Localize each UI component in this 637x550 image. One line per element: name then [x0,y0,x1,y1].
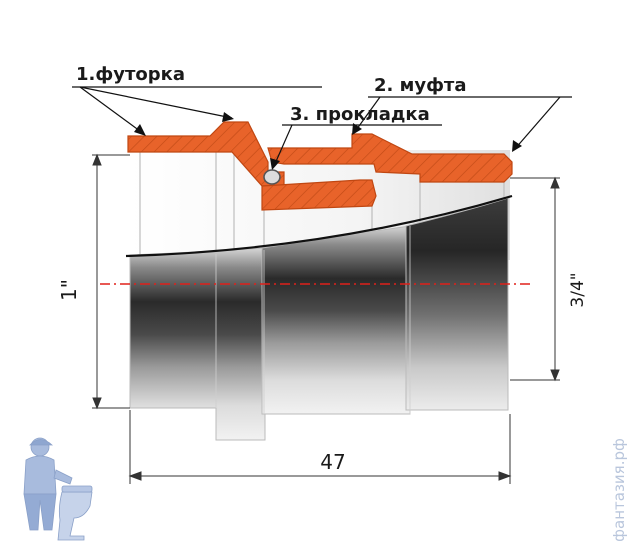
part3-label: 3. прокладка [290,104,430,125]
coupling-body [261,225,411,415]
left-diameter-label: 1" [57,279,81,301]
part2-label: 2. муфта [374,75,467,96]
dimension-right [510,176,560,382]
part1-label: 1.футорка [76,64,185,85]
dimension-bottom [128,410,512,484]
callout-part3 [270,124,442,170]
coupling-section [267,133,513,183]
coupling-right-body [405,197,509,411]
right-diameter-label: 3/4" [568,272,588,307]
callout-part1 [72,86,322,136]
body-separators [215,226,411,414]
cut-edge [125,194,513,258]
length-label: 47 [320,450,345,474]
plumber-mascot-icon [23,437,93,541]
dimension-left [92,153,130,410]
callout-part2 [352,96,572,152]
watermark-text: фантазия.рф [610,438,628,542]
gasket [263,169,281,185]
bushing-body [129,247,266,441]
bushing-thread-section [261,179,377,211]
